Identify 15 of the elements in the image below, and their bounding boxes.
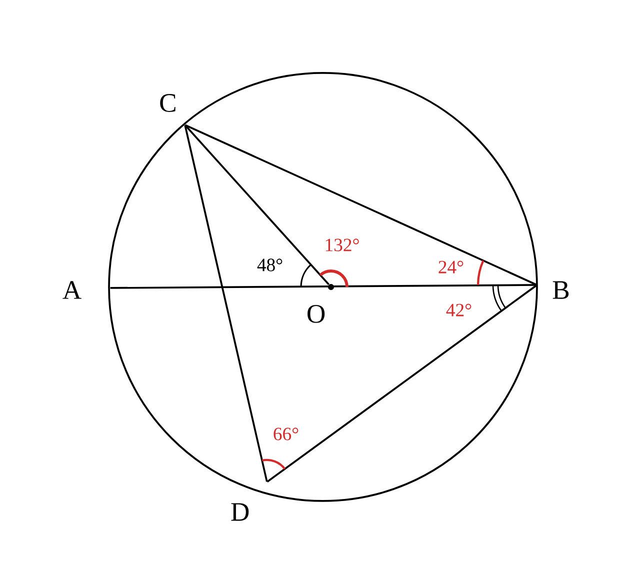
point-label: O (308, 284, 334, 323)
point-label: C (160, 94, 176, 112)
line-segment (110, 284, 537, 289)
angle-label: 48° (257, 258, 282, 272)
angle-label: 66° (274, 428, 298, 440)
angle-label: 42° (446, 304, 472, 316)
point-label: D (231, 503, 249, 521)
line-segment (184, 125, 268, 482)
point-label: B (552, 281, 569, 299)
angle-label: 132° (326, 238, 359, 252)
line-segment (184, 124, 330, 286)
point-label: A (62, 281, 82, 299)
line-segment (184, 124, 538, 286)
angle-label: 24° (438, 260, 464, 274)
line-segment (266, 284, 538, 483)
